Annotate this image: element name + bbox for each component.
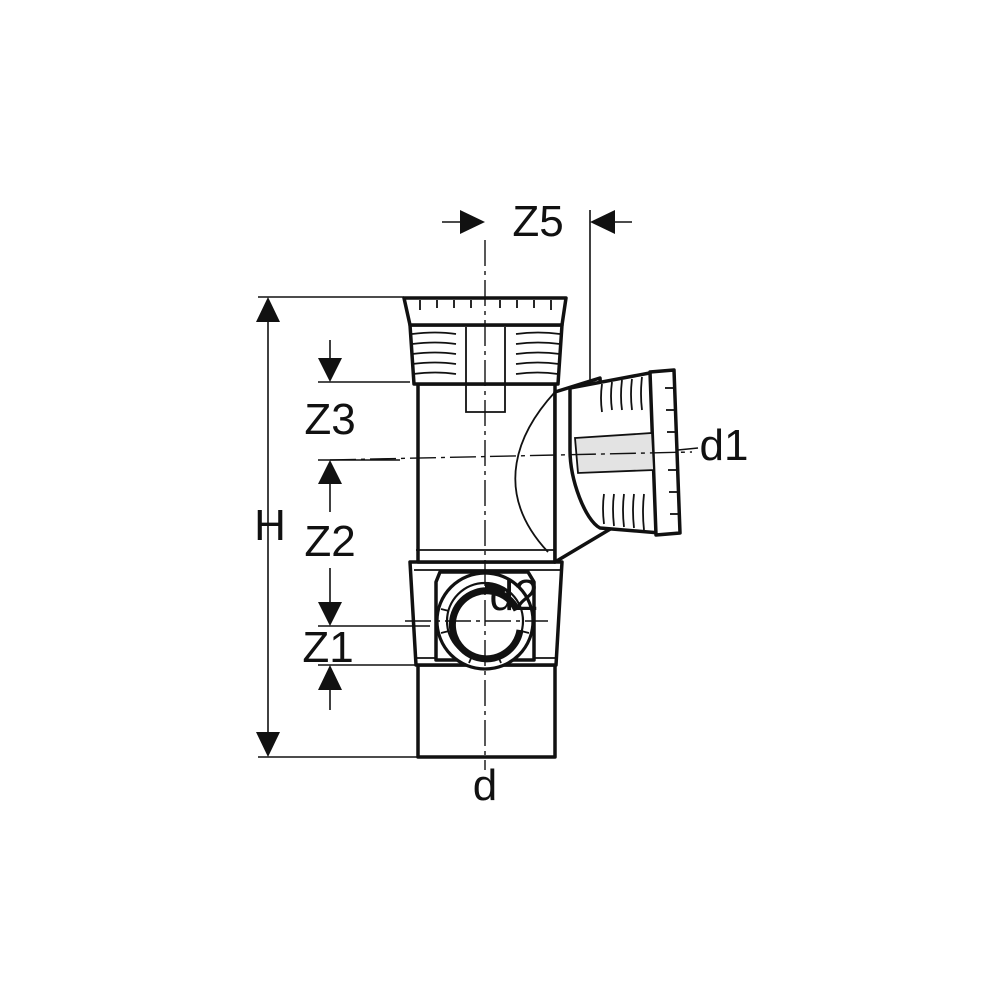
z2-arrow-top bbox=[318, 460, 342, 484]
dimension-h bbox=[256, 296, 418, 758]
side-branch bbox=[514, 368, 682, 564]
h-arrow-top bbox=[256, 297, 280, 322]
h-arrow-bottom bbox=[256, 732, 280, 757]
branch-collar-teeth bbox=[665, 387, 679, 515]
label-z5: Z5 bbox=[512, 197, 563, 246]
branch-elbow-curve bbox=[514, 391, 556, 553]
label-z1: Z1 bbox=[302, 623, 353, 672]
label-h: H bbox=[254, 501, 286, 550]
dimension-z2 bbox=[318, 459, 400, 626]
label-d: d bbox=[473, 761, 497, 810]
port-ring-ticks bbox=[440, 608, 530, 664]
dimension-z3 bbox=[318, 340, 410, 383]
label-z3: Z3 bbox=[304, 395, 355, 444]
upper-socket-grooves-right bbox=[515, 331, 561, 375]
z3-arrow bbox=[318, 358, 342, 382]
upper-socket bbox=[408, 323, 564, 386]
lower-spigot bbox=[416, 663, 557, 759]
branch-grooves-bottom bbox=[602, 493, 645, 531]
dimension-z1 bbox=[318, 625, 430, 710]
z5-arrow-left bbox=[460, 210, 485, 234]
branch-axis bbox=[329, 451, 693, 461]
d1-leader bbox=[677, 447, 699, 451]
branch-inner-sleeve bbox=[574, 432, 655, 474]
z5-arrow-right bbox=[590, 210, 615, 234]
z1-arrow bbox=[318, 665, 342, 690]
label-d2: d2 bbox=[490, 571, 539, 620]
center-lines bbox=[329, 240, 693, 770]
port-handle-hook bbox=[484, 583, 506, 596]
z2-arrow-bottom bbox=[318, 602, 342, 626]
upper-collar-teeth bbox=[419, 300, 552, 310]
dimension-z5 bbox=[442, 210, 632, 380]
label-z2: Z2 bbox=[304, 517, 355, 566]
label-d1: d1 bbox=[700, 421, 749, 470]
branch-grooves-top bbox=[600, 376, 643, 413]
upper-socket-grooves-left bbox=[411, 331, 457, 375]
